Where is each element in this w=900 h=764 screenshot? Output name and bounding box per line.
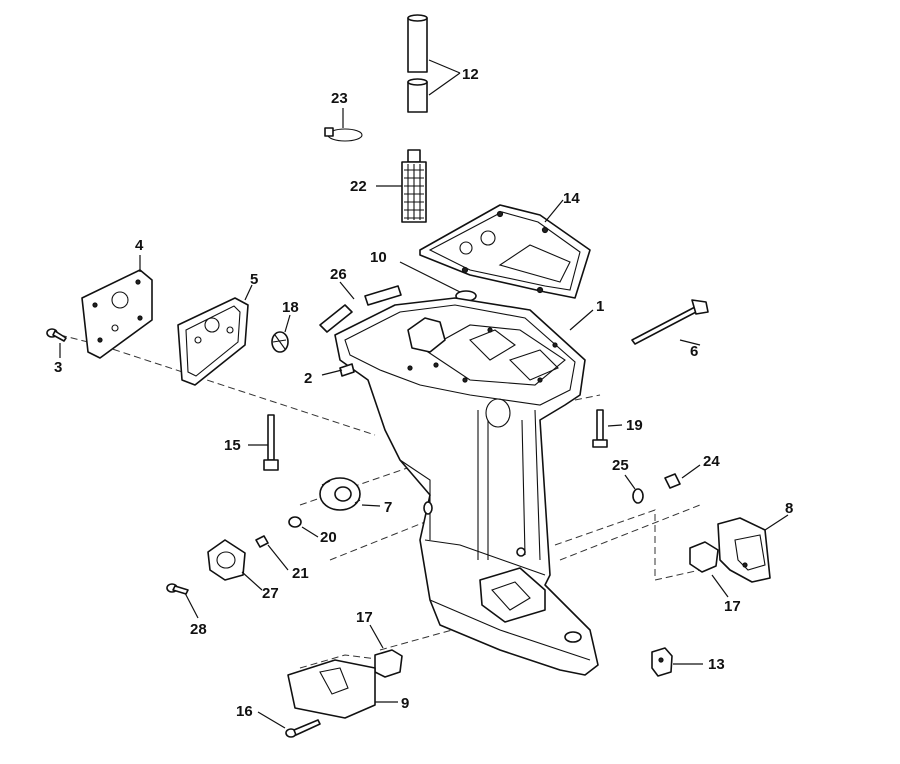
callout-17-right: 17: [724, 598, 741, 615]
callout-8: 8: [785, 500, 793, 517]
part-15-bolt: [263, 414, 279, 471]
callout-14: 14: [563, 190, 580, 207]
callout-27: 27: [262, 585, 279, 602]
callout-17-left: 17: [356, 609, 373, 626]
callout-1: 1: [596, 298, 604, 315]
callout-16: 16: [236, 703, 253, 720]
part-26-hoses: [319, 285, 402, 333]
callout-26: 26: [330, 266, 347, 283]
callout-25: 25: [612, 457, 629, 474]
part-8-bracket: [717, 517, 771, 583]
leader-lines: [59, 59, 789, 729]
callout-22: 22: [350, 178, 367, 195]
part-25-o-ring: [632, 488, 644, 504]
callout-12: 12: [462, 66, 479, 83]
callout-18: 18: [282, 299, 299, 316]
part-20-washer: [288, 516, 302, 528]
part-5-gasket-plate: [177, 297, 249, 386]
callout-4: 4: [135, 237, 144, 254]
part-28-screw: [166, 583, 189, 595]
part-13-block: [651, 647, 673, 677]
part-7-mount: [319, 477, 361, 511]
part-22-filter: [401, 149, 427, 223]
part-17-block-right: [689, 541, 719, 573]
part-19-bolt: [592, 409, 608, 448]
part-2-pin: [339, 363, 355, 377]
part-18-nut: [271, 331, 289, 353]
part-24-plug: [664, 473, 681, 489]
callout-3: 3: [54, 359, 62, 376]
callout-21: 21: [292, 565, 309, 582]
part-3-screw: [46, 328, 67, 342]
part-1-housing: [334, 297, 599, 676]
part-23-clamp: [324, 127, 363, 142]
callout-2: 2: [304, 370, 312, 387]
callout-23: 23: [331, 90, 348, 107]
part-17-block-left: [374, 649, 403, 678]
callout-20: 20: [320, 529, 337, 546]
callout-9: 9: [401, 695, 409, 712]
callout-7: 7: [384, 499, 392, 516]
part-21-nut: [255, 535, 269, 548]
callout-5: 5: [250, 271, 258, 288]
callout-13: 13: [708, 656, 725, 673]
part-4-plate: [81, 269, 153, 359]
part-6-long-bolt: [631, 299, 709, 345]
callout-15: 15: [224, 437, 241, 454]
part-14-gasket: [419, 204, 591, 299]
callout-6: 6: [690, 343, 698, 360]
callout-19: 19: [626, 417, 643, 434]
part-16-screw: [285, 719, 321, 738]
part-9-cover: [287, 659, 376, 719]
callout-28: 28: [190, 621, 207, 638]
part-12-tubes: [407, 14, 428, 113]
callout-labels: 12 23 22 14 10 26 1 6 4 5 18 2 3 15 19 2…: [54, 66, 793, 720]
part-27-gasket: [207, 539, 246, 581]
callout-10: 10: [370, 249, 387, 266]
callout-24: 24: [703, 453, 720, 470]
